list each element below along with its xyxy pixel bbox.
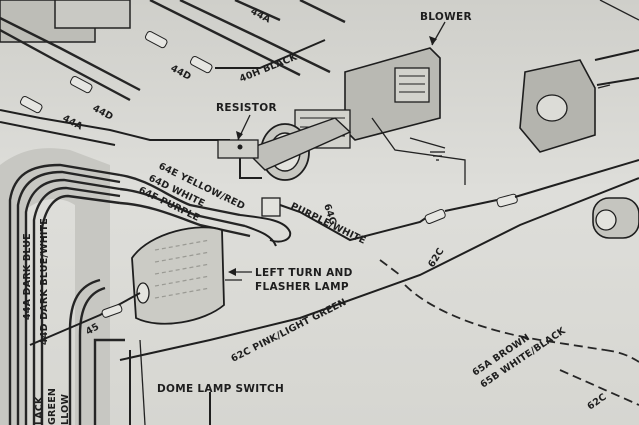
left-harness <box>0 148 251 425</box>
left-turn-label-2: FLASHER LAMP <box>255 281 349 293</box>
pink-green-wire <box>119 177 639 361</box>
wire-44d-dark-blue-white: 44D DARK BLUE/WHITE <box>39 218 50 345</box>
resistor-label: RESISTOR <box>216 102 277 114</box>
dome-switch-lines <box>129 339 211 425</box>
wire-black-fragment: LACK <box>34 396 45 425</box>
wire-44a: 44A <box>61 113 85 133</box>
right-components <box>519 0 639 239</box>
flasher-lamp <box>29 226 242 346</box>
blower-label: BLOWER <box>420 11 472 23</box>
yellow-purple-wires <box>239 159 639 247</box>
wire-yellow-fragment: LLOW <box>60 394 71 425</box>
dashed-brown-wire <box>379 259 639 406</box>
wire-62c-bottom: 62C <box>585 392 608 413</box>
wire-44a-top: 44A <box>249 6 273 26</box>
dome-lamp-switch-label: DOME LAMP SWITCH <box>157 383 284 395</box>
blower-assembly <box>217 47 466 185</box>
left-turn-label-1: LEFT TURN AND <box>255 267 353 279</box>
leader-lines <box>228 21 611 276</box>
wire-44d-top: 44D <box>169 63 193 83</box>
upper-harness <box>0 0 346 146</box>
wire-62c-right: 62C <box>426 246 446 269</box>
wire-green-fragment: GREEN <box>47 388 58 425</box>
wire-44d: 44D <box>91 103 115 123</box>
wire-44a-dark-blue: 44A DARK BLUE <box>22 233 33 320</box>
